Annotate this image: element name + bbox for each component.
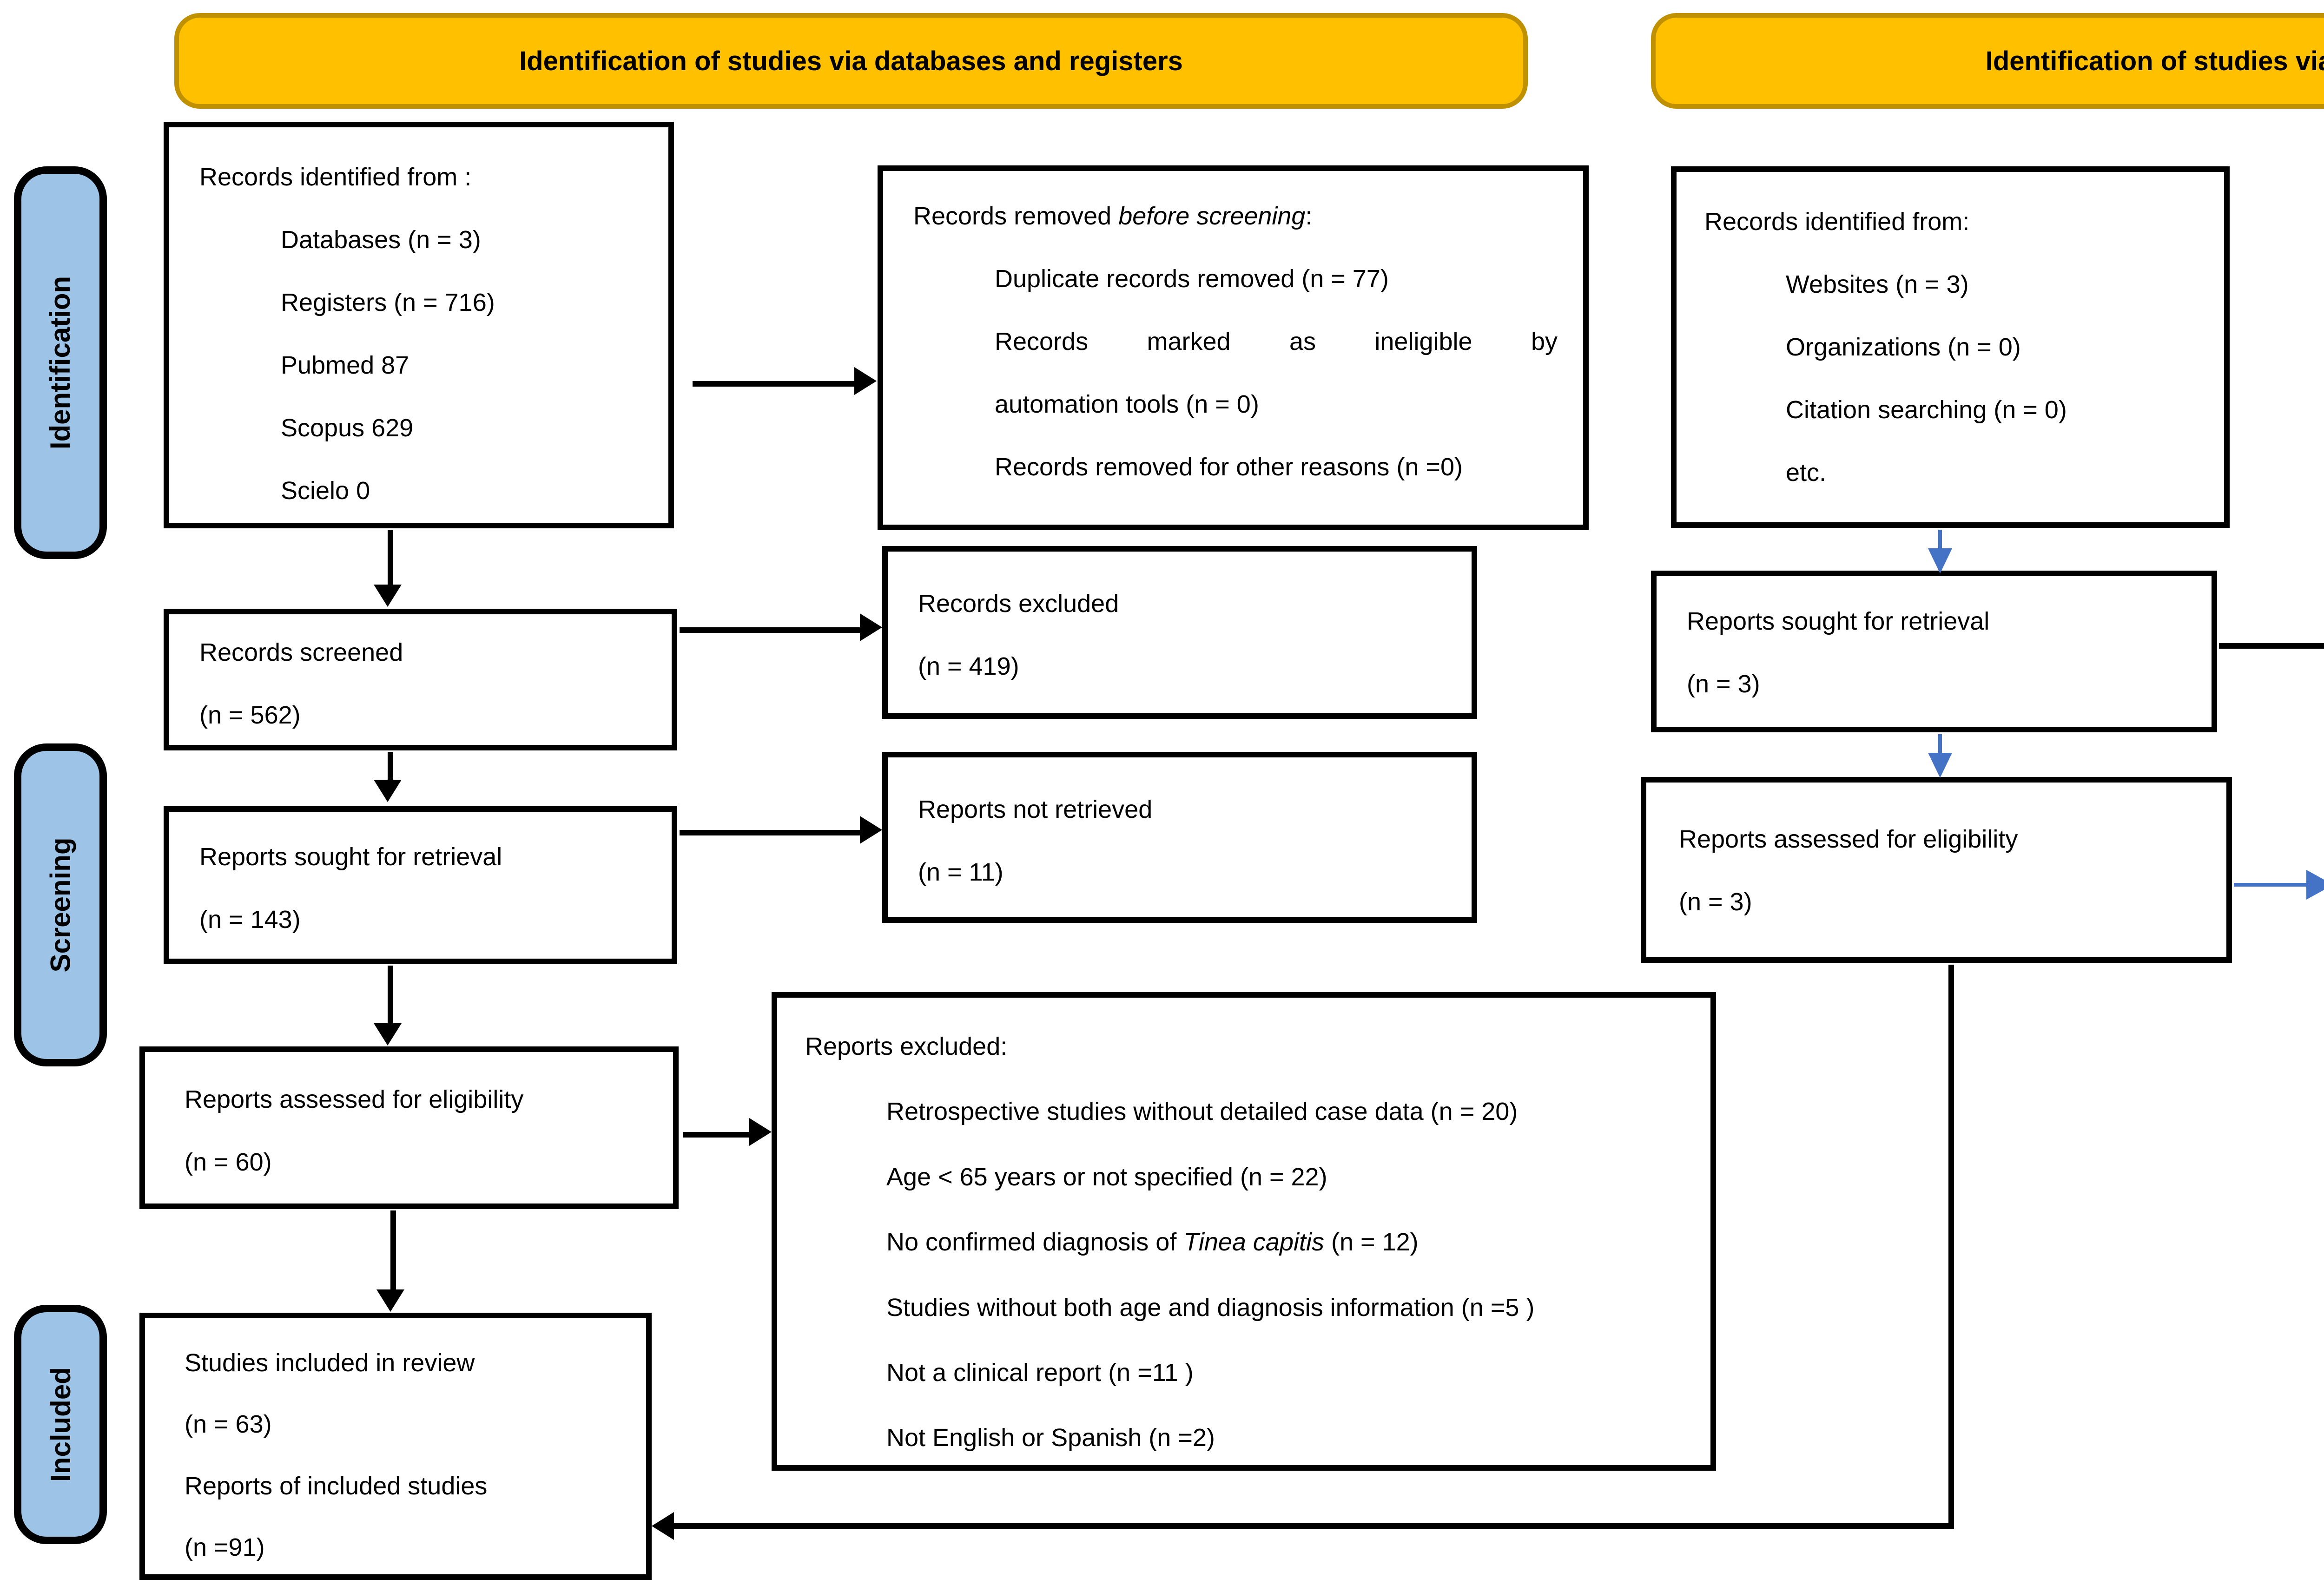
stage-label-screening: Screening <box>14 743 107 1066</box>
box-reports-sought-databases: Reports sought for retrieval (n = 143) <box>164 806 677 964</box>
list-item: Websites (n = 3) <box>1786 270 1969 298</box>
list-item: Records marked as ineligible by <box>995 328 1558 355</box>
arrow-identified-to-screened-head <box>374 585 402 607</box>
box-count: (n = 60) <box>185 1148 272 1176</box>
arrow-identified-to-removed-line <box>693 381 854 387</box>
arrow-other-sought-to-assessed-line <box>1938 734 1942 755</box>
box-title: Reports excluded: <box>805 1033 1008 1060</box>
list-item: Studies without both age and diagnosis i… <box>886 1293 1535 1322</box>
arrow-sought-to-notretrieved-head <box>860 816 882 844</box>
arrow-assessed-to-included-line <box>390 1210 396 1291</box>
stage-included-text: Included <box>45 1367 76 1482</box>
box-line: Reports sought for retrieval <box>1687 607 1990 635</box>
box-count: (n = 3) <box>1679 888 1752 916</box>
box-records-excluded: Records excluded (n = 419) <box>882 546 1477 719</box>
box-reports-excluded-databases: Reports excluded: Retrospective studies … <box>772 992 1716 1471</box>
arrow-return-to-included-head <box>652 1512 674 1540</box>
item-italic: Tinea capitis <box>1183 1228 1324 1256</box>
stage-label-identification: Identification <box>14 166 107 559</box>
list-item: Not English or Spanish (n =2) <box>886 1424 1215 1452</box>
arrow-identified-to-screened-line <box>388 530 393 586</box>
list-item: Scopus 629 <box>281 414 414 442</box>
box-count: (n = 3) <box>1687 670 1760 698</box>
box-records-screened: Records screened (n = 562) <box>164 609 677 750</box>
list-item: Retrospective studies without detailed c… <box>886 1098 1518 1126</box>
list-item: automation tools (n = 0) <box>995 390 1259 418</box>
list-item: Scielo 0 <box>281 477 370 505</box>
list-item: Organizations (n = 0) <box>1786 333 2021 361</box>
stage-identification-text: Identification <box>45 276 76 450</box>
box-title: Records removed before screening: <box>913 185 1558 248</box>
list-item: Databases (n = 3) <box>281 226 481 254</box>
arrow-screened-to-sought-line <box>388 752 393 782</box>
arrow-assessed-to-included-head <box>376 1289 404 1312</box>
arrow-other-identified-to-sought-line <box>1938 530 1942 553</box>
arrow-screened-to-sought-head <box>374 780 402 802</box>
item-suffix: (n = 12) <box>1324 1228 1419 1256</box>
list-item: etc. <box>1786 459 1827 487</box>
list-item: Registers (n = 716) <box>281 289 495 316</box>
box-count: (n = 143) <box>199 906 301 934</box>
arrow-sought-to-assessed-line <box>388 966 393 1025</box>
box-studies-included: Studies included in review (n = 63) Repo… <box>139 1313 652 1580</box>
box-count: (n = 11) <box>918 858 1004 886</box>
arrow-other-identified-to-sought-head <box>1928 548 1952 573</box>
banner-other-methods: Identification of studies via other meth… <box>1651 13 2324 109</box>
box-line: Reports sought for retrieval <box>199 843 502 871</box>
box-reports-sought-other: Reports sought for retrieval (n = 3) <box>1651 571 2217 732</box>
arrow-other-assessed-down-line <box>1948 965 1954 1528</box>
box-reports-assessed-databases: Reports assessed for eligibility (n = 60… <box>139 1046 679 1209</box>
arrow-sought-to-notretrieved-line <box>680 830 860 835</box>
arrow-other-sought-to-assessed-head <box>1928 753 1952 778</box>
box-line: Records excluded <box>918 590 1119 618</box>
stage-screening-text: Screening <box>45 837 76 973</box>
box-count: (n =91) <box>185 1533 265 1561</box>
box-line: Studies included in review <box>185 1349 475 1377</box>
list-item: Pubmed 87 <box>281 351 409 379</box>
box-title: Records identified from: <box>1704 208 1970 236</box>
arrow-other-assessed-to-excluded-head <box>2306 870 2324 900</box>
list-item: Duplicate records removed (n = 77) <box>995 265 1389 293</box>
box-line: Reports of included studies <box>185 1472 488 1500</box>
stage-label-included: Included <box>14 1305 107 1544</box>
arrow-other-sought-to-notretrieved-line <box>2219 643 2324 649</box>
box-line: Reports assessed for eligibility <box>1679 825 2018 853</box>
arrow-screened-to-excluded-line <box>680 627 860 633</box>
list-item: Not a clinical report (n =11 ) <box>886 1358 1194 1387</box>
arrow-assessed-to-excluded-head <box>749 1118 772 1146</box>
box-reports-not-retrieved-databases: Reports not retrieved (n = 11) <box>882 752 1477 923</box>
banner-databases-registers: Identification of studies via databases … <box>174 13 1528 109</box>
arrow-return-to-included-line <box>674 1523 1954 1529</box>
box-line: Reports not retrieved <box>918 796 1153 823</box>
box-count: (n = 562) <box>199 701 301 729</box>
title-suffix: : <box>1305 202 1313 230</box>
list-item: Citation searching (n = 0) <box>1786 396 2067 424</box>
arrow-identified-to-removed-head <box>854 367 877 395</box>
box-records-identified-other: Records identified from: Websites (n = 3… <box>1671 166 2230 528</box>
list-item: Records removed for other reasons (n =0) <box>995 453 1463 481</box>
banner-right-label: Identification of studies via other meth… <box>1985 46 2324 76</box>
arrow-sought-to-assessed-head <box>374 1023 402 1046</box>
box-reports-assessed-other: Reports assessed for eligibility (n = 3) <box>1641 777 2232 963</box>
arrow-other-assessed-to-excluded-line <box>2234 883 2306 887</box>
box-count: (n = 419) <box>918 652 1019 680</box>
box-count: (n = 63) <box>185 1410 272 1439</box>
title-prefix: Records removed <box>913 202 1119 230</box>
title-italic: before screening <box>1118 202 1306 230</box>
item-prefix: No confirmed diagnosis of <box>886 1228 1184 1256</box>
arrow-screened-to-excluded-head <box>860 613 882 641</box>
box-records-identified-databases: Records identified from : Databases (n =… <box>164 122 674 528</box>
box-line: Reports assessed for eligibility <box>185 1085 524 1113</box>
box-title: Records identified from : <box>199 163 472 191</box>
box-line: Records screened <box>199 638 403 666</box>
list-item: Age < 65 years or not specified (n = 22) <box>886 1163 1327 1191</box>
arrow-assessed-to-excluded-line <box>683 1132 749 1138</box>
list-item: No confirmed diagnosis of Tinea capitis … <box>805 1210 1692 1275</box>
box-records-removed-before-screening: Records removed before screening: Duplic… <box>878 165 1589 530</box>
banner-left-label: Identification of studies via databases … <box>519 46 1183 76</box>
